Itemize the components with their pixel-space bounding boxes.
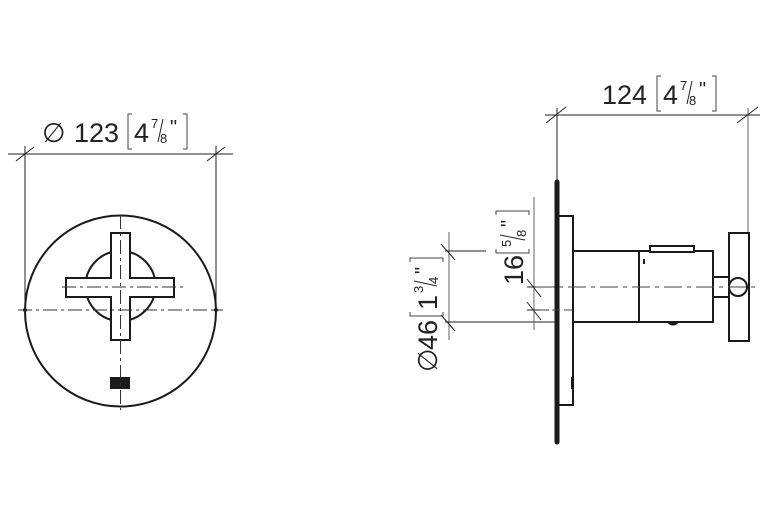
inch-mark: " [498,220,520,227]
inch-mark: " [699,79,706,101]
tick-mark [526,278,542,298]
tick-mark [526,301,542,321]
bonnet-tab [649,245,695,253]
handle-stem [713,276,729,298]
depth-in-num: 7 [680,78,687,93]
tick-mark [206,146,226,162]
diameter-in-den: 8 [160,131,167,146]
tick-mark [736,106,759,124]
body-diameter-in-whole: 1 [413,295,443,310]
diameter-in-num: 7 [151,116,158,131]
diameter-mm: 123 [74,118,119,148]
body-diameter-in-den: 4 [426,277,441,284]
tick-mark [440,243,456,261]
side-depth-dimension [545,106,760,232]
tick-mark [545,106,567,124]
front-diameter-dimension [8,146,233,311]
body-diameter-symbol: ∅ [413,348,443,372]
offset-in-num: 5 [499,240,514,247]
offset-in-den: 8 [514,230,529,237]
depth-in-den: 8 [689,93,696,108]
tick-mark [15,146,35,162]
offset-label: 16 5 8 " [495,210,530,285]
depth-in-whole: 4 [663,80,678,110]
bracket-right [183,113,188,150]
side-centerlines [536,286,760,311]
bracket-left [656,75,661,112]
front-diameter-label: ∅ 123 4 7 8 " [42,113,188,150]
inch-mark: " [412,267,434,274]
body-diameter-label: ∅ 46 1 3 4 " [409,257,444,372]
tick-mark [440,314,456,332]
offset-mm: 16 [499,255,529,285]
bracket-right [712,75,717,112]
side-view: 124 4 7 8 " ∅ 46 1 3 4 " [409,75,760,445]
front-centerlines [18,215,223,410]
diameter-in-whole: 4 [134,118,149,148]
body-diameter-dimension [440,232,557,340]
body-diameter-mm: 46 [413,320,443,350]
inch-mark: " [170,117,177,139]
bracket-left [127,113,132,150]
diameter-symbol: ∅ [42,118,66,148]
front-view: ∅ 123 4 7 8 " [8,113,233,410]
body-diameter-in-num: 3 [411,286,426,293]
depth-mm: 124 [602,80,647,110]
side-depth-label: 124 4 7 8 " [602,75,717,112]
